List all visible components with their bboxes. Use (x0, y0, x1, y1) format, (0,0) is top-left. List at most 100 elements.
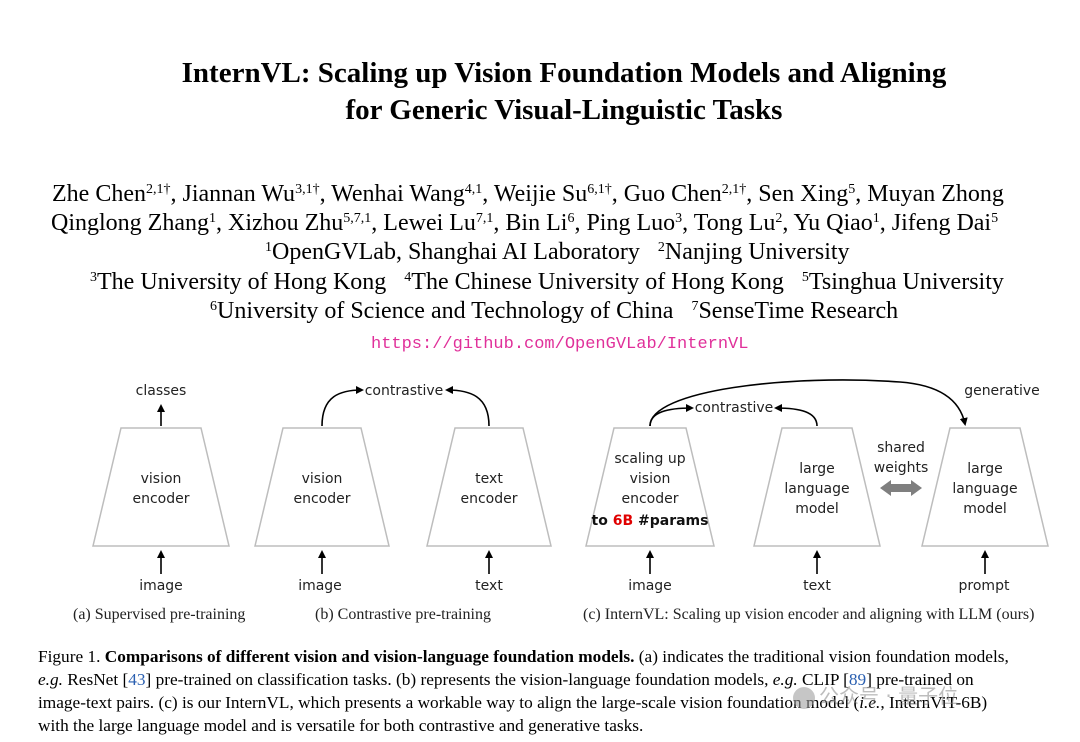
vision-encoder-box (254, 427, 390, 547)
vision-encoder-box (92, 427, 230, 547)
author-affiliation-sup: 4,1 (464, 182, 483, 197)
affiliation-name: University of Science and Technology of … (217, 298, 674, 324)
author-affiliation-sup: 5 (848, 182, 856, 197)
author-affiliation-sup: 2 (775, 211, 783, 226)
author-name: Muyan Zhong (867, 181, 1004, 207)
panel-b: contrastive vision encoder image text en… (254, 383, 552, 594)
watermark: 公众号 · 量子位 (793, 680, 958, 709)
author-name: Ping Luo (586, 210, 676, 236)
svg-text:model: model (963, 501, 1007, 517)
citation-43[interactable]: 43 (128, 670, 146, 689)
author-name: Weijie Su (493, 181, 588, 207)
author-name: Guo Chen (623, 181, 722, 207)
svg-text:image: image (298, 578, 342, 594)
author-affiliation-sup: 3,1† (295, 182, 320, 197)
affiliation-number: 7 (691, 299, 699, 314)
author-name: Lewei Lu (383, 210, 476, 236)
subcaption-c: (c) InternVL: Scaling up vision encoder … (583, 606, 1035, 623)
svg-text:encoder: encoder (460, 491, 517, 507)
author-name: Wenhai Wang (331, 181, 465, 207)
svg-text:vision: vision (141, 471, 182, 487)
affiliation-name: The University of Hong Kong (97, 269, 387, 295)
svg-text:text: text (803, 578, 831, 594)
svg-text:large: large (967, 461, 1002, 477)
svg-text:language: language (952, 481, 1017, 497)
params-value: 6B (613, 513, 633, 529)
affiliations-line-3: 6University of Science and Technology of… (210, 297, 898, 325)
svg-text:language: language (784, 481, 849, 497)
llm-box-1 (753, 427, 881, 547)
svg-text:model: model (795, 501, 839, 517)
author-affiliation-sup: 6,1† (587, 182, 612, 197)
affiliations-line-2: 3The University of Hong Kong 4The Chines… (90, 268, 1004, 296)
affiliation-name: SenseTime Research (698, 298, 899, 324)
svg-text:vision: vision (302, 471, 343, 487)
author-affiliation-sup: 5,7,1 (343, 211, 372, 226)
svg-text:weights: weights (874, 460, 929, 476)
affiliation-number: 5 (801, 270, 809, 285)
affiliations-line-1: 1OpenGVLab, Shanghai AI Laboratory 2Nanj… (265, 238, 850, 266)
author-name: Jifeng Dai (891, 210, 992, 236)
affiliation-name: Tsinghua University (808, 269, 1004, 295)
author-name: Jiannan Wu (182, 181, 296, 207)
authors-line-1: Zhe Chen2,1†, Jiannan Wu3,1†, Wenhai Wan… (52, 181, 1004, 207)
panel-c: generative contrastive scaling up vision… (585, 379, 1049, 594)
svg-text:text: text (475, 578, 503, 594)
text-encoder-box (426, 427, 552, 547)
author-name: Zhe Chen (52, 181, 146, 207)
affiliation-number: 4 (404, 270, 412, 285)
citation-89[interactable]: 89 (848, 670, 867, 689)
caption-line-4: with the large language model and is ver… (38, 716, 644, 735)
llm-box-2 (921, 427, 1049, 547)
affiliation-number: 1 (265, 240, 272, 255)
svg-text:encoder: encoder (621, 491, 678, 507)
author-affiliation-sup: 7,1 (475, 211, 494, 226)
github-link[interactable]: https://github.com/OpenGVLab/InternVL (371, 335, 749, 354)
svg-text:scaling up: scaling up (614, 451, 685, 467)
label-contrastive: contrastive (365, 383, 444, 399)
author-affiliation-sup: 1 (872, 211, 880, 226)
svg-text:encoder: encoder (293, 491, 350, 507)
author-name: Qinglong Zhang (51, 210, 209, 236)
author-affiliation-sup: 2,1† (145, 182, 171, 197)
params-label: to 6B #params (592, 513, 709, 529)
subcaption-b: (b) Contrastive pre-training (315, 606, 491, 623)
svg-text:encoder: encoder (132, 491, 189, 507)
label-image: image (139, 578, 183, 594)
author-affiliation-sup: 2,1† (721, 182, 747, 197)
author-name: Tong Lu (693, 210, 776, 236)
author-name: Sen Xing (758, 181, 849, 207)
shared-weights-label: shared (877, 440, 925, 456)
author-affiliation-sup: 3 (675, 211, 683, 226)
author-affiliation-sup: 5 (991, 211, 999, 226)
title-line-2: for Generic Visual-Linguistic Tasks (345, 94, 783, 126)
subcaption-a: (a) Supervised pre-training (73, 606, 246, 623)
label-classes: classes (136, 383, 187, 399)
svg-text:large: large (799, 461, 834, 477)
svg-text:prompt: prompt (959, 578, 1010, 594)
affiliation-number: 6 (210, 299, 217, 314)
author-affiliation-sup: 6 (567, 211, 575, 226)
affiliation-name: The Chinese University of Hong Kong (411, 269, 784, 295)
figure-1-diagram: classes vision encoder image contrastive… (92, 379, 1049, 594)
authors-line-2: Qinglong Zhang1, Xizhou Zhu5,7,1, Lewei … (51, 210, 999, 236)
affiliation-number: 3 (90, 270, 97, 285)
paper-title: InternVL: Scaling up Vision Foundation M… (0, 55, 1080, 129)
affiliation-name: OpenGVLab, Shanghai AI Laboratory (272, 239, 640, 265)
author-affiliation-sup: 1 (208, 211, 216, 226)
shared-weights-arrow (880, 480, 922, 496)
internvit-encoder-box (585, 427, 715, 547)
caption-line-2: e.g. ResNet [43] pre-trained on classifi… (38, 670, 974, 689)
affiliation-name: Nanjing University (664, 239, 850, 265)
author-name: Yu Qiao (793, 210, 873, 236)
svg-text:image: image (628, 578, 672, 594)
figure-caption: Figure 1. Comparisons of different visio… (38, 645, 1080, 737)
label-generative: generative (964, 383, 1040, 399)
caption-line-1: Figure 1. Comparisons of different visio… (38, 647, 1009, 666)
title-line-1: InternVL: Scaling up Vision Foundation M… (181, 57, 947, 89)
caption-line-3: image-text pairs. (c) is our InternVL, w… (38, 693, 988, 712)
svg-text:vision: vision (630, 471, 671, 487)
svg-text:text: text (475, 471, 503, 487)
panel-a: classes vision encoder image (92, 383, 230, 594)
author-name: Xizhou Zhu (227, 210, 344, 236)
